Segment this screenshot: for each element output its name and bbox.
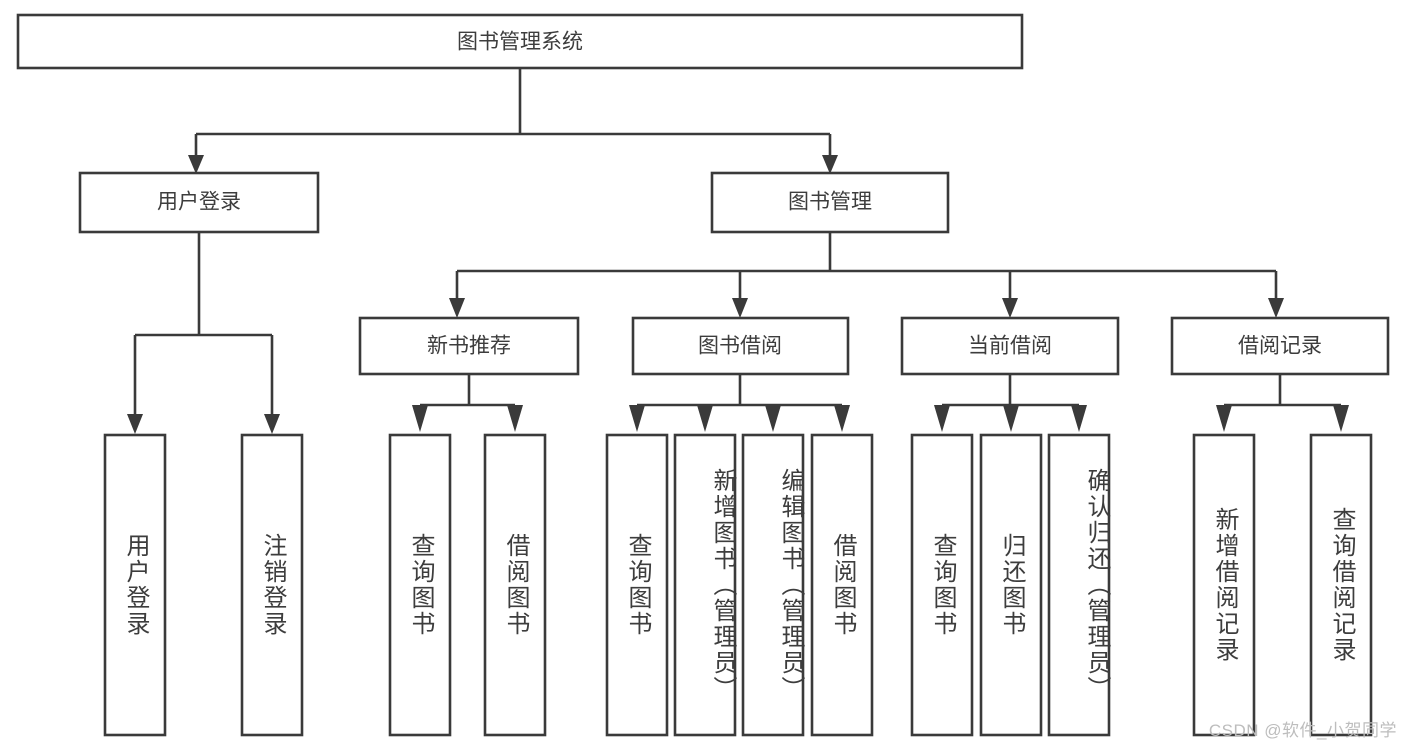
leaf-box-borrow-record-1[interactable] — [1309, 433, 1373, 737]
arrow-current-borrow-leaf2 — [1003, 405, 1019, 432]
node-user-login-label: 用户登录 — [157, 191, 241, 214]
leaf-box-new-book-0[interactable] — [388, 433, 452, 737]
node-book-borrow-label: 图书借阅 — [698, 335, 782, 358]
node-borrow-record-box[interactable] — [1170, 316, 1390, 376]
arrow-book-borrow-leaf3 — [765, 405, 781, 432]
node-new-book-recommend-box[interactable] — [358, 316, 580, 376]
leaf-box-current-borrow-1[interactable] — [979, 433, 1043, 737]
leaf-box-user-login-0[interactable] — [103, 433, 167, 737]
node-root-box[interactable] — [16, 13, 1024, 70]
node-book-management-label: 图书管理 — [788, 191, 872, 214]
arrow-borrow-record-leaf2 — [1333, 405, 1349, 432]
arrow-borrow-record-leaf1 — [1216, 405, 1232, 432]
arrow-root-to-book-mgmt — [822, 155, 838, 174]
arrow-book-mgmt-c2 — [732, 298, 748, 318]
arrow-user-login-leaf2 — [264, 414, 280, 434]
arrow-user-login-leaf1 — [127, 414, 143, 434]
leaf-box-book-borrow-0[interactable] — [605, 433, 669, 737]
leaf-box-user-login-1[interactable] — [240, 433, 304, 737]
arrow-book-mgmt-c3 — [1002, 298, 1018, 318]
arrow-book-borrow-leaf2 — [697, 405, 713, 432]
node-current-borrow-label: 当前借阅 — [968, 335, 1052, 358]
leaf-box-book-borrow-1[interactable] — [673, 433, 737, 737]
csdn-watermark: CSDN @软件_小贺同学 — [1208, 721, 1397, 740]
arrow-book-borrow-leaf4 — [834, 405, 850, 432]
arrow-book-mgmt-c1 — [449, 298, 465, 318]
arrow-current-borrow-leaf3 — [1071, 405, 1087, 432]
arrow-book-mgmt-c4 — [1268, 298, 1284, 318]
leaf-box-book-borrow-3[interactable] — [810, 433, 874, 737]
node-book-management-box[interactable] — [710, 171, 950, 234]
node-new-book-recommend-label: 新书推荐 — [427, 335, 511, 358]
leaf-box-book-borrow-2[interactable] — [741, 433, 805, 737]
leaf-box-current-borrow-2[interactable] — [1047, 433, 1111, 737]
arrow-book-borrow-leaf1 — [629, 405, 645, 432]
node-root-label: 图书管理系统 — [457, 31, 583, 54]
leaf-box-new-book-1[interactable] — [483, 433, 547, 737]
arrow-root-to-user-login — [188, 155, 204, 174]
node-current-borrow-box[interactable] — [900, 316, 1120, 376]
leaf-box-current-borrow-0[interactable] — [910, 433, 974, 737]
node-book-borrow-box[interactable] — [631, 316, 850, 376]
leaf-box-borrow-record-0[interactable] — [1192, 433, 1256, 737]
arrow-new-book-leaf1 — [412, 405, 428, 432]
node-borrow-record-label: 借阅记录 — [1238, 335, 1322, 358]
arrow-current-borrow-leaf1 — [934, 405, 950, 432]
arrow-new-book-leaf2 — [507, 405, 523, 432]
